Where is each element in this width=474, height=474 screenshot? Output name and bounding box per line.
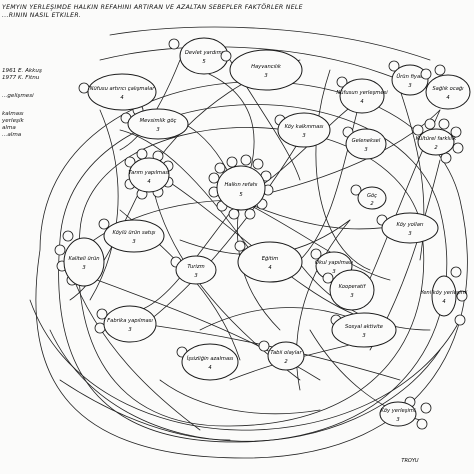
node-turizm: Turizm 3 — [170, 255, 217, 285]
node-score: 4 — [360, 99, 363, 105]
node-label: Fabrika yapılması — [107, 318, 153, 324]
node-fabrika: Fabrika yapılması 3 — [94, 305, 157, 343]
node-label: Köy yolları — [397, 222, 425, 228]
node-label: Nüfusun yerleşmesi — [336, 90, 388, 96]
node-score: 3 — [408, 231, 411, 237]
node-score: 3 — [82, 265, 85, 271]
node-label: Turizm — [187, 264, 204, 270]
side-note: kalması — [2, 111, 24, 117]
map-title-line-2: ...rinin nasıl etkiler. — [2, 12, 82, 19]
node-score: 4 — [120, 95, 123, 101]
node-score: 3 — [364, 147, 367, 153]
node-label: Hayvancılık — [251, 64, 282, 70]
node-label: Mevsimlik göç — [140, 118, 177, 124]
node-label: Devlet yardımı — [185, 50, 224, 56]
node-score: 3 — [194, 273, 197, 279]
node-devlet-yardimi: Devlet yardımı 5 — [168, 37, 229, 75]
node-label: Tarım yapılması — [129, 170, 170, 176]
node-label: Köylü ürün satışı — [113, 230, 157, 236]
node-label: Eğitim — [262, 256, 279, 262]
node-score: 4 — [442, 299, 445, 305]
node-score: 3 — [128, 327, 131, 333]
node-label: İşsizliğin azalması — [187, 355, 234, 362]
node-score: 3 — [408, 83, 411, 89]
node-score: 3 — [332, 269, 335, 275]
node-label: Sağlık ocağı — [432, 86, 464, 92]
side-note: 1977 K. Fitnu — [2, 75, 40, 81]
node-geleneksel: Geleneksel 3 — [342, 126, 387, 160]
node-score: 3 — [264, 73, 267, 79]
node-label: Kooperatif — [339, 284, 367, 290]
node-mevsimlik-goc: Mevsimlik göç 3 — [120, 104, 189, 140]
side-note: ...alma — [2, 132, 22, 138]
node-label: Köy yerleşimi — [381, 408, 416, 414]
node-kaliteli-urun: Kaliteli ürün 3 — [54, 230, 105, 287]
node-label: Kaliteli ürün — [68, 256, 99, 262]
node-label: Köy kalkınması — [285, 124, 324, 130]
node-label: Yeni köy yerleşimi — [421, 290, 468, 296]
node-score: 5 — [239, 192, 243, 198]
node-koy-yollari: Köy yolları 3 — [376, 212, 439, 244]
node-yeni-koy-yerlesimi: Yeni köy yerleşimi 4 — [421, 266, 468, 326]
node-score: 3 — [350, 293, 353, 299]
node-score: 2 — [370, 201, 373, 207]
map-title: Yemyin yerleşimde halkın refahını artıra… — [2, 4, 474, 20]
node-saglik-ocagi: Sağlık ocağı 4 — [420, 64, 471, 110]
node-label: Okul yapılması — [315, 260, 354, 266]
node-issizligin-azalmasi: İşsizliğin azalması 4 — [176, 343, 239, 381]
node-score: 3 — [362, 333, 365, 339]
side-notes: 1961 E. Akkuş 1977 K. Fitnu ...gelişmesi… — [2, 68, 86, 139]
side-note: yerleşik — [2, 118, 24, 124]
map-title-line-1: Yemyin yerleşimde halkın refahını artıra… — [2, 4, 303, 11]
node-hayvancilik: Hayvancılık 3 — [220, 49, 303, 91]
node-label: Kültürel farklılık — [416, 136, 458, 142]
node-goc: Göç 2 — [350, 184, 387, 210]
node-score: 4 — [147, 179, 150, 185]
node-label: Tabii olaylar — [270, 350, 302, 356]
node-label: Geleneksel — [352, 138, 381, 144]
node-score: 4 — [446, 95, 449, 101]
node-koy-yerlesimi: Köy yerleşimi 3 — [379, 396, 432, 430]
node-halkin-refahi: Halkın refahı 5 — [208, 154, 274, 220]
side-note: 1961 E. Akkuş — [2, 68, 42, 74]
node-koylu-urun: Köylü ürün satışı 3 — [98, 218, 165, 253]
node-score: 2 — [434, 145, 437, 151]
node-score: 3 — [156, 127, 159, 133]
node-tarim-yapilmasi: Tarım yapılması 4 — [124, 148, 174, 200]
node-nufusun-yerlesmesi: Nüfusun yerleşmesi 4 — [336, 76, 388, 114]
node-score: 2 — [284, 359, 287, 365]
node-score: 3 — [302, 133, 305, 139]
node-label: Nüfusu artırıcı çalışmalar — [90, 86, 156, 92]
footnote-label: TROYU — [401, 458, 419, 464]
node-kooperatif: Kooperatif 3 — [322, 269, 375, 311]
node-koy-kalkinmasi: Köy kalkınması 3 — [274, 112, 331, 148]
node-label: Göç — [367, 193, 377, 199]
node-score: 5 — [202, 59, 206, 65]
node-nufusu-artirici: Nüfusu artırıcı çalışmalar 4 — [78, 73, 157, 111]
node-egitim: Eğitim 4 — [234, 240, 303, 283]
node-label: Ürün fiyatı — [396, 73, 424, 80]
node-sosyal-aktivite: Sosyal aktivite 3 — [330, 312, 397, 348]
node-label: Halkın refahı — [225, 182, 259, 188]
node-score: 3 — [396, 417, 399, 423]
side-note: ...gelişmesi — [2, 93, 34, 99]
node-tabii-olaylar: Tabii olaylar 2 — [258, 340, 305, 371]
node-label: Sosyal aktivite — [345, 324, 383, 330]
node-score: 4 — [268, 265, 271, 271]
side-note: alma — [2, 125, 16, 131]
node-urun-fiyati: Ürün fiyatı 3 — [388, 60, 429, 96]
node-score: 3 — [132, 239, 135, 245]
node-kulturel-farklilik: Kültürel farklılık 2 — [412, 118, 464, 164]
node-score: 4 — [208, 365, 211, 371]
